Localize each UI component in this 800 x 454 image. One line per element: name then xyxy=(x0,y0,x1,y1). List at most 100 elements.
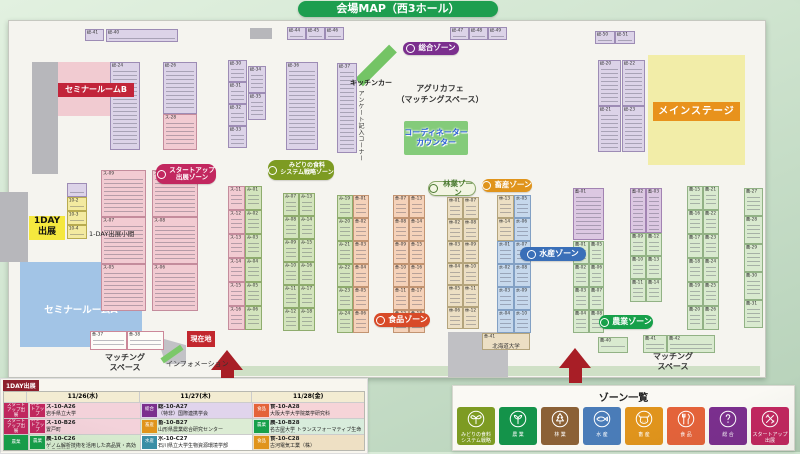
schedule-cell: 農業農-10-C26ゲノム解析技術を活用した高品質・高効率品種開発プラットフォー… xyxy=(28,435,140,450)
schedule-cell-zone-tag: 総合 xyxy=(142,404,157,417)
schedule-org-name: 置戸町 xyxy=(46,426,62,433)
schedule-row-tag: スタートアップ出展 xyxy=(4,419,28,434)
general-icon xyxy=(718,407,738,433)
cow-icon xyxy=(634,407,654,433)
survey-corner-label: アンケート記入コーナー xyxy=(357,90,364,162)
tree-icon xyxy=(550,407,570,433)
gray-wall-block xyxy=(32,62,58,174)
startup-icon xyxy=(760,407,780,433)
schedule-org-name: ゲノム解析技術を活用した高品質・高効率品種開発プラットフォーム xyxy=(46,442,136,449)
map-title: 会場MAP（西3ホール） xyxy=(298,1,498,17)
schedule-booth-id: 食-10-A28 xyxy=(270,404,300,410)
legend-item-label: スタートアップ出展 xyxy=(752,432,788,444)
schedule-booth-id: 食-10-C28 xyxy=(270,436,300,442)
schedule-tag: 1DAY出展 xyxy=(3,380,39,391)
legend-item-general: 総 合 xyxy=(709,407,747,445)
legend-item-tree: 林 業 xyxy=(541,407,579,445)
schedule-header-row: 11/26(水)11/27(木)11/28(金) xyxy=(4,392,364,402)
legend-item-fish: 水 産 xyxy=(583,407,621,445)
schedule-booth-id: 農-10-B28 xyxy=(270,420,300,426)
schedule-org-name: 古河電気工業（株） xyxy=(270,442,316,449)
schedule-booth-id: ス-10-B26 xyxy=(46,420,76,426)
schedule-org-name: 名古屋大学 トランスフォーマティブ生命分子研究所 xyxy=(270,426,362,433)
gray-block-bottom xyxy=(448,332,508,377)
legend-item-seedling: 農 業 xyxy=(499,407,537,445)
schedule-date-header: 11/28(金) xyxy=(251,392,364,402)
schedule-booth-id: 総-10-A27 xyxy=(158,404,188,410)
legend-item-label: 林 業 xyxy=(554,432,566,438)
matching-space-label-left: マッチング スペース xyxy=(105,353,145,373)
schedule-date-header: 11/26(水) xyxy=(26,392,139,402)
schedule-table: 11/26(水)11/27(木)11/28(金)スタートアップ出展スタートアップ… xyxy=(3,391,365,451)
agri-cafe-label: アグリカフェ （マッチングスペース） xyxy=(396,84,484,104)
schedule-booth-id: ス-10-A26 xyxy=(46,404,76,410)
legend-item-label: 農 業 xyxy=(512,432,524,438)
schedule-booth-id: 畜-10-B27 xyxy=(158,420,188,426)
schedule-cell-zone-tag: スタートアップ xyxy=(30,404,45,417)
information-label: インフォメーション xyxy=(166,360,229,368)
you-are-here-badge: 現在地 xyxy=(187,331,215,347)
schedule-cell-zone-tag: スタートアップ xyxy=(30,420,45,433)
schedule-org-name: （特非）国際連携学会 xyxy=(158,410,209,417)
sprout-icon xyxy=(466,407,486,433)
schedule-cell-zone-tag: 水産 xyxy=(142,436,157,449)
zone-legend-items: みどりの食料 システム戦略 農 業 林 業 水 産 畜 産 食 品 総 合 スタートアップ出展 xyxy=(453,404,794,445)
schedule-cell-body: 総-10-A27（特非）国際連携学会 xyxy=(158,404,208,417)
schedule-panel: 1DAY出展 11/26(水)11/27(木)11/28(金)スタートアップ出展… xyxy=(0,378,368,454)
schedule-cell-zone-tag: 食品 xyxy=(254,404,269,417)
zone-legend-panel: ゾーン一覧 みどりの食料 システム戦略 農 業 林 業 水 産 畜 産 食 品 総 合 スター… xyxy=(452,385,795,451)
seminar-room-b-label: セミナールームB xyxy=(58,83,134,97)
seminar-room-a-area: セミナールームA xyxy=(20,262,142,347)
schedule-cell-zone-tag: 畜産 xyxy=(142,420,157,433)
legend-item-label: 総 合 xyxy=(722,432,734,438)
schedule-cell-zone-tag: 食品 xyxy=(254,436,269,449)
schedule-org-name: 大阪大学大学院薬学研究科 xyxy=(270,410,331,417)
legend-item-label: 水 産 xyxy=(596,432,608,438)
seedling-icon xyxy=(508,407,528,433)
legend-item-label: 畜 産 xyxy=(638,432,650,438)
schedule-cell: 総合総-10-A27（特非）国際連携学会 xyxy=(140,403,252,418)
schedule-booth-id: 水-10-C27 xyxy=(158,436,188,442)
schedule-cell-zone-tag: 農業 xyxy=(30,436,45,449)
gray-block-top xyxy=(250,28,272,39)
schedule-org-name: 山形県農業総合研究センター xyxy=(158,426,224,433)
zone-legend-title: ゾーン一覧 xyxy=(598,393,649,404)
schedule-date-header: 11/27(木) xyxy=(138,392,252,402)
schedule-row-tag: 農業 xyxy=(4,435,28,450)
main-stage-label: メインステージ xyxy=(653,102,740,121)
cutlery-icon xyxy=(676,407,696,433)
one-day-exhibit-label: 1DAY 出展 xyxy=(29,216,65,240)
matching-space-label-right: マッチング スペース xyxy=(653,352,693,372)
fish-icon xyxy=(592,407,612,433)
legend-item-label: 食 品 xyxy=(680,432,692,438)
schedule-header-spacer xyxy=(4,392,26,402)
legend-item-cutlery: 食 品 xyxy=(667,407,705,445)
legend-item-cow: 畜 産 xyxy=(625,407,663,445)
gray-pillar xyxy=(0,192,28,262)
legend-item-label: みどりの食料 システム戦略 xyxy=(460,432,491,444)
legend-item-sprout: みどりの食料 システム戦略 xyxy=(457,407,495,445)
coordinator-counter: コーディネーター カウンター xyxy=(404,121,468,155)
kitchen-car-label: キッチンカー xyxy=(350,79,392,87)
legend-item-startup: スタートアップ出展 xyxy=(751,407,789,445)
one-day-booth-caption: 1-DAY出展小間 xyxy=(89,230,135,238)
schedule-row-tag: スタートアップ出展 xyxy=(4,403,28,418)
schedule-org-name: 岩手県立大学 xyxy=(46,410,77,417)
schedule-cell-zone-tag: 農業 xyxy=(254,420,269,433)
